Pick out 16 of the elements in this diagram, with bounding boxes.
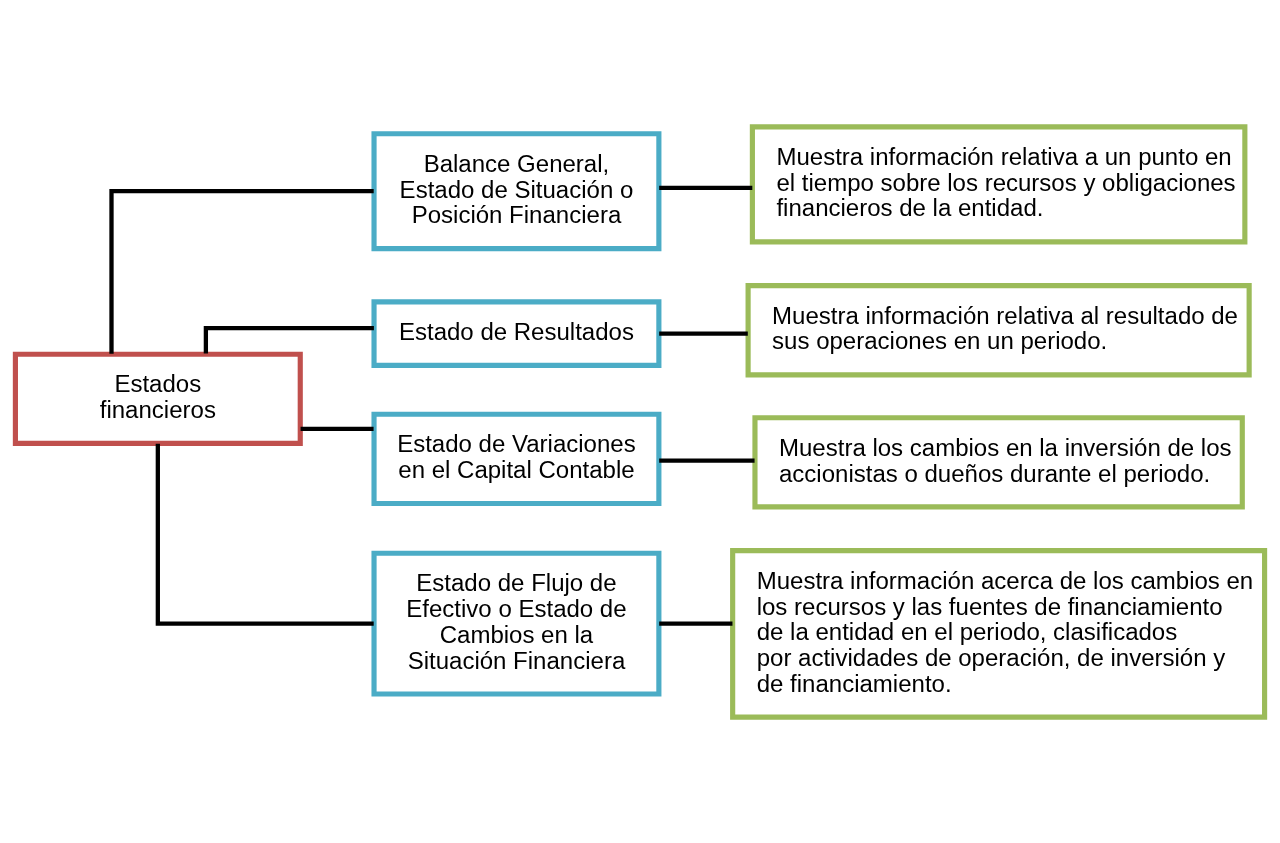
node-box: Muestra los cambios en la inversión de los accionistas o dueños durante el periodo.	[752, 414, 1245, 509]
node-box: Muestra información relativa a un punto en el tiempo sobre los recursos y obligaciones financieros de la entidad.	[749, 123, 1248, 244]
node-box: Balance General, Estado de Situación o Posición Financiera	[371, 130, 662, 251]
node-box: Muestra información relativa al resultado de sus operaciones en un periodo.	[745, 282, 1252, 377]
connector	[109, 188, 374, 354]
node-box: Estado de Flujo de Efectivo o Estado de Cambios en la Situación Financiera	[371, 550, 662, 697]
connector	[300, 426, 374, 431]
node-box: Muestra información acerca de los cambios en los recursos y las fuentes de financiamiento de la entidad en el periodo, clasificados por actividades de operación, de inversión y de financiamiento.	[730, 547, 1268, 720]
node-box: Estado de Resultados	[371, 298, 662, 368]
connector	[659, 620, 733, 626]
connector	[659, 331, 748, 336]
connector	[659, 185, 753, 190]
node-box: Estado de Variaciones en el Capital Contable	[371, 411, 662, 506]
connector	[155, 443, 374, 626]
connector	[659, 457, 755, 463]
node-box: Estados financieros	[12, 351, 303, 446]
